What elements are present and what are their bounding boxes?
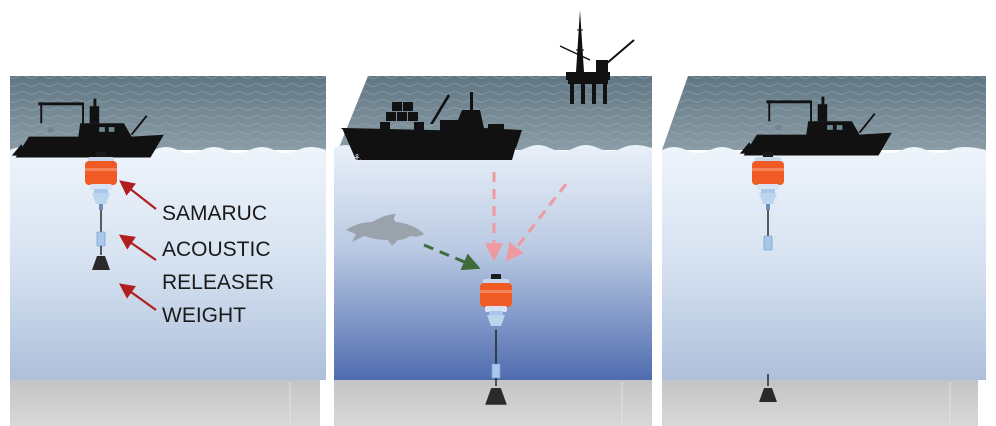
- water-surface-wave: [10, 147, 326, 380]
- oil-platform-icon: [559, 10, 635, 104]
- seabed: [10, 380, 320, 426]
- panel-deployment: SAMARUC ACOUSTIC RELEASER WEIGHT: [10, 76, 326, 426]
- water-surface-wave: [662, 147, 986, 380]
- acoustic-releaser-icon: [96, 231, 106, 247]
- dolphin-icon: [346, 214, 424, 246]
- dolphin-sound-arrow: [423, 243, 481, 271]
- panel-recovery: [662, 76, 986, 426]
- acoustic-releaser-icon: [763, 235, 773, 251]
- platform-noise-arrow: [505, 183, 568, 262]
- seabed: [662, 380, 978, 426]
- label-weight: WEIGHT: [162, 304, 246, 327]
- acoustic-releaser-icon: [491, 363, 501, 379]
- label-releaser: RELEASER: [162, 271, 274, 294]
- label-acoustic: ACOUSTIC: [162, 238, 271, 261]
- water-surface-wave: [334, 145, 652, 380]
- panel-recording: ⚓: [334, 10, 652, 426]
- label-samaruc: SAMARUC: [162, 202, 267, 225]
- pointer-weight: [118, 283, 157, 311]
- anchor-icon: ⚓: [352, 152, 362, 165]
- pointer-samaruc: [119, 180, 157, 210]
- cargo-ship-icon: [340, 92, 522, 160]
- pointer-acoustic-releaser: [118, 234, 157, 261]
